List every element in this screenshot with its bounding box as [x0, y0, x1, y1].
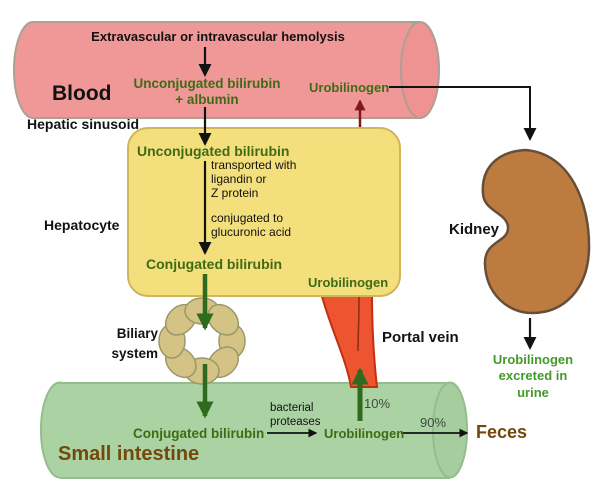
portal-10-percent-label: 10%	[364, 396, 391, 411]
urobilinogen-hepatocyte-label: Urobilinogen	[308, 275, 389, 290]
hepatocyte-box	[127, 127, 401, 297]
blood-label: Blood	[52, 82, 112, 105]
urobilinogen-excreted-in-urine-label: Urobilinogen excreted in urine	[492, 352, 574, 400]
feces-label: Feces	[476, 422, 528, 442]
portal-vein-shape	[319, 292, 379, 388]
portal-vein-label: Portal vein	[382, 329, 459, 346]
biliary-ring	[158, 297, 246, 385]
urobilinogen-intestine-label: Urobilinogen	[324, 426, 405, 441]
conjugated-bilirubin-hepatocyte-label: Conjugated bilirubin	[146, 256, 283, 272]
hepatocyte-label: Hepatocyte	[44, 217, 120, 233]
transport-note: transported with ligandin or Z protein	[211, 158, 297, 201]
arrow-urobilinogen-to-kidney	[389, 86, 537, 141]
conjugation-note: conjugated to glucuronic acid	[211, 211, 292, 240]
biliary-system-label: Biliary system	[111, 326, 158, 361]
portal-vein-crease	[357, 296, 360, 352]
hepatic-sinusoid-label: Hepatic sinusoid	[27, 116, 140, 132]
unconjugated-bilirubin-albumin-label: Unconjugated bilirubin + albumin	[133, 76, 281, 107]
kidney-label: Kidney	[449, 221, 500, 238]
small-intestine-cylinder	[40, 381, 468, 479]
unconjugated-bilirubin-hepatocyte-label: Unconjugated bilirubin	[137, 143, 290, 159]
kidney-shape	[481, 148, 591, 315]
conjugated-bilirubin-intestine-label: Conjugated bilirubin	[133, 426, 265, 441]
feces-90-percent-label: 90%	[420, 415, 447, 430]
small-intestine-label: Small intestine	[58, 443, 200, 465]
urobilinogen-blood-label: Urobilinogen	[309, 80, 390, 95]
hemolysis-label: Extravascular or intravascular hemolysis	[91, 29, 345, 44]
bacterial-proteases-label: bacterial proteases	[270, 402, 321, 428]
